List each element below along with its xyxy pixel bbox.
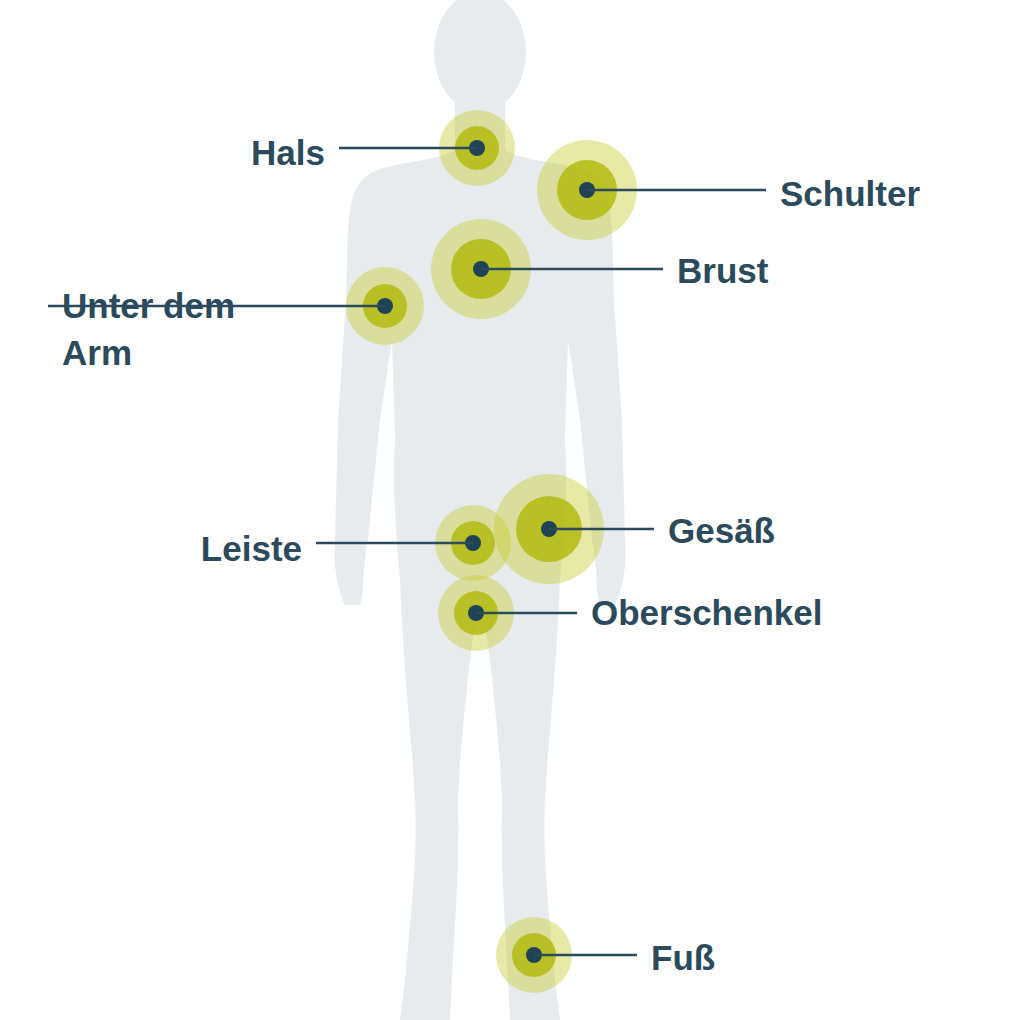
leader-line <box>339 147 477 150</box>
head <box>434 0 526 112</box>
body-part-label: Leiste <box>201 525 302 572</box>
body-part-label: Hals <box>251 129 325 176</box>
body-part-label: Schulter <box>780 170 920 217</box>
leader-line <box>549 528 654 531</box>
leader-line <box>534 954 637 957</box>
leader-line <box>587 189 766 192</box>
pain-markers <box>346 110 637 993</box>
leader-line <box>481 268 663 271</box>
leader-line <box>476 612 577 615</box>
leader-line <box>316 542 473 545</box>
body-part-label: Oberschenkel <box>591 589 823 636</box>
body-part-label: Gesäß <box>668 507 775 554</box>
body-part-label: Unter dem Arm <box>62 282 277 376</box>
body-part-label: Fuß <box>651 934 715 981</box>
body-part-label: Brust <box>677 247 768 294</box>
